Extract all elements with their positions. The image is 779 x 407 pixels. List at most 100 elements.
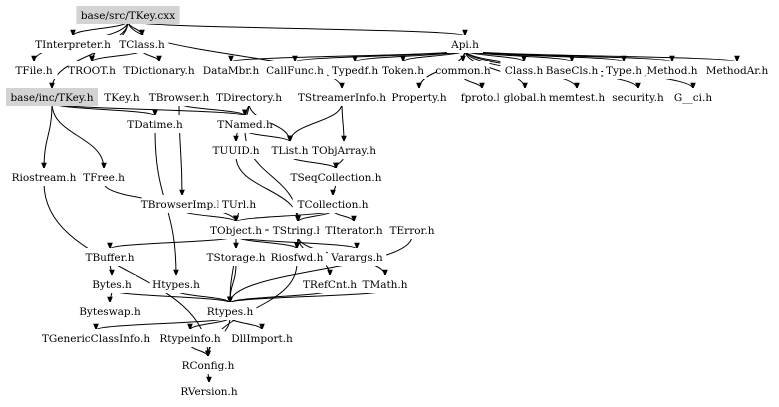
- highlighted-node-box: [6, 88, 98, 106]
- node-basecls[interactable]: BaseCls.h: [542, 61, 602, 79]
- node-tstring[interactable]: TString.h: [268, 221, 328, 239]
- node-box: [436, 61, 490, 79]
- node-typedf[interactable]: Typedf.h: [328, 61, 382, 79]
- node-label: TFree.h: [83, 172, 125, 184]
- node-box: [201, 61, 261, 79]
- node-box: [88, 275, 136, 293]
- node-box: [149, 275, 203, 293]
- node-method[interactable]: Method.h: [645, 61, 699, 79]
- node-class[interactable]: Class.h: [500, 61, 548, 79]
- node-troot[interactable]: TROOT.h: [68, 61, 116, 79]
- node-box: [38, 329, 154, 347]
- node-datambr[interactable]: DataMbr.h: [201, 61, 261, 79]
- node-dllimport[interactable]: DllImport.h: [227, 329, 297, 347]
- node-label: TIterator.h: [325, 225, 383, 237]
- node-box: [603, 61, 645, 79]
- node-tstreamerinfo[interactable]: TStreamerInfo.h: [296, 88, 388, 106]
- node-tobjarray[interactable]: TObjArray.h: [309, 141, 379, 159]
- node-box: [177, 382, 241, 400]
- node-rversion[interactable]: RVersion.h: [177, 382, 241, 400]
- node-tnamed[interactable]: TNamed.h: [217, 115, 273, 133]
- node-property[interactable]: Property.h: [387, 88, 451, 106]
- node-fproto[interactable]: fproto.h: [455, 88, 509, 106]
- node-tdatime[interactable]: TDatime.h: [125, 115, 185, 133]
- node-tlist[interactable]: TList.h: [266, 141, 314, 159]
- node-label: TFile.h: [15, 65, 53, 77]
- node-tstorage[interactable]: TStorage.h: [204, 248, 268, 266]
- node-label: BaseCls.h: [546, 65, 599, 77]
- node-label: fproto.h: [461, 92, 504, 104]
- node-api[interactable]: Api.h: [447, 35, 483, 53]
- edge-api-to-methodar: [464, 49, 740, 63]
- node-box: [300, 275, 360, 293]
- node-varargs[interactable]: Varargs.h: [327, 248, 387, 266]
- node-label: DllImport.h: [231, 333, 293, 345]
- node-box: [147, 88, 211, 106]
- node-box: [101, 88, 143, 106]
- node-label: TDirectory.h: [216, 92, 282, 104]
- node-label: security.h: [612, 92, 664, 104]
- node-memtest[interactable]: memtest.h: [547, 88, 607, 106]
- node-box: [361, 275, 409, 293]
- node-tseqcollection[interactable]: TSeqCollection.h: [287, 168, 385, 186]
- node-rconfig[interactable]: RConfig.h: [178, 356, 238, 374]
- node-tfile[interactable]: TFile.h: [10, 61, 58, 79]
- node-box: [447, 35, 483, 53]
- node-label: base/inc/TKey.h: [10, 92, 93, 104]
- node-terror[interactable]: TError.h: [385, 221, 439, 239]
- node-label: MethodAr.h: [706, 65, 769, 77]
- node-box: [118, 61, 200, 79]
- node-gci[interactable]: G__ci.h: [669, 88, 717, 106]
- node-box: [606, 88, 670, 106]
- node-tgenericclassinfo[interactable]: TGenericClassInfo.h: [38, 329, 154, 347]
- edge-inc_tkey-to-riostream: [41, 102, 53, 170]
- node-label: TDictionary.h: [123, 65, 194, 77]
- node-tcollection[interactable]: TCollection.h: [292, 195, 374, 213]
- node-type[interactable]: Type.h: [603, 61, 645, 79]
- node-htypes[interactable]: Htypes.h: [149, 275, 203, 293]
- node-tuuid[interactable]: TUUID.h: [212, 141, 260, 159]
- node-box: [542, 61, 602, 79]
- node-label: TSeqCollection.h: [290, 172, 381, 184]
- node-box: [455, 88, 509, 106]
- node-security[interactable]: security.h: [606, 88, 670, 106]
- node-tclass[interactable]: TClass.h: [115, 35, 169, 53]
- node-rtypeinfo[interactable]: Rtypeinfo.h: [155, 329, 225, 347]
- node-box: [155, 329, 225, 347]
- node-riosfwd[interactable]: Riosfwd.h: [267, 248, 327, 266]
- node-tobject[interactable]: TObject.h: [206, 221, 266, 239]
- node-label: base/src/TKey.cxx: [81, 10, 175, 22]
- node-turl[interactable]: TUrl.h: [218, 195, 260, 213]
- node-label: TGenericClassInfo.h: [42, 333, 151, 345]
- node-tmath[interactable]: TMath.h: [361, 275, 409, 293]
- node-tfree[interactable]: TFree.h: [80, 168, 128, 186]
- node-trefcnt[interactable]: TRefCnt.h: [300, 275, 360, 293]
- node-box: [78, 302, 142, 320]
- node-byteswap[interactable]: Byteswap.h: [78, 302, 142, 320]
- node-box: [669, 88, 717, 106]
- node-tbrowser[interactable]: TBrowser.h: [147, 88, 211, 106]
- node-methodar[interactable]: MethodAr.h: [705, 61, 769, 79]
- node-label: global.h: [504, 92, 547, 104]
- node-titerator[interactable]: TIterator.h: [319, 221, 389, 239]
- node-box: [80, 248, 140, 266]
- node-box: [296, 88, 388, 106]
- node-token[interactable]: Token.h: [379, 61, 427, 79]
- node-bytes[interactable]: Bytes.h: [88, 275, 136, 293]
- node-src_tkey[interactable]: base/src/TKey.cxx: [76, 6, 180, 24]
- node-label: Property.h: [391, 92, 446, 104]
- node-tbrowserimp[interactable]: TBrowserImp.h: [141, 195, 224, 213]
- node-tbuffer[interactable]: TBuffer.h: [80, 248, 140, 266]
- node-tkey[interactable]: TKey.h: [101, 88, 143, 106]
- node-callfunc[interactable]: CallFunc.h: [263, 61, 327, 79]
- node-inc_tkey[interactable]: base/inc/TKey.h: [6, 88, 98, 106]
- node-label: Typedf.h: [332, 65, 378, 77]
- node-global[interactable]: global.h: [498, 88, 552, 106]
- node-rtypes[interactable]: Rtypes.h: [203, 302, 257, 320]
- node-riostream[interactable]: Riostream.h: [9, 168, 79, 186]
- node-common[interactable]: common.h: [435, 61, 491, 79]
- node-tdictionary[interactable]: TDictionary.h: [118, 61, 200, 79]
- node-tdirectory[interactable]: TDirectory.h: [211, 88, 287, 106]
- node-tinterpreter[interactable]: TInterpreter.h: [29, 35, 117, 53]
